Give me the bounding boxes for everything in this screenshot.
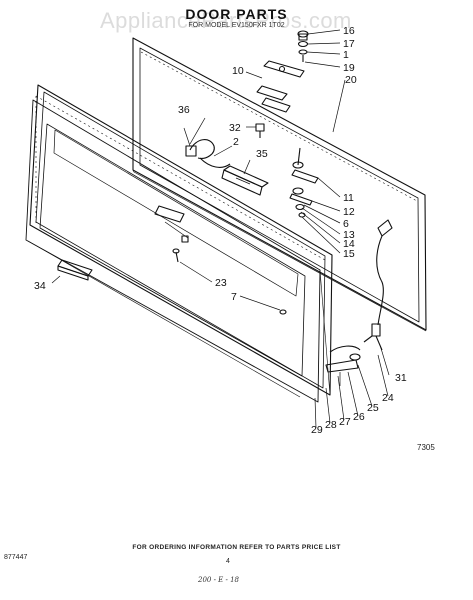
handle-trim <box>57 259 93 281</box>
callout-15: 15 <box>343 248 355 260</box>
callout-16: 16 <box>343 25 355 37</box>
callout-labels: 16 17 1 19 10 20 36 32 2 35 11 12 6 13 1… <box>34 25 407 436</box>
callout-35: 35 <box>256 148 268 160</box>
callout-19: 19 <box>343 62 355 74</box>
callout-17: 17 <box>343 38 355 50</box>
callout-14: 14 <box>343 238 355 250</box>
page-title: DOOR PARTS <box>185 6 288 22</box>
door-liner <box>25 84 333 403</box>
outer-door-panel <box>132 37 427 332</box>
liner-latch <box>154 205 189 243</box>
callout-7: 7 <box>231 291 237 303</box>
watermark-text: AppliancePartsPros.com <box>100 8 352 33</box>
ordering-note: FOR ORDERING INFORMATION REFER TO PARTS … <box>132 544 341 551</box>
model-subtitle: FOR MODEL EV150FXR 1T02 <box>188 22 285 29</box>
handle-bracket <box>256 60 305 113</box>
screw-part <box>255 123 265 138</box>
callout-29: 29 <box>311 424 323 436</box>
bottom-hinge <box>325 345 361 386</box>
callout-2: 2 <box>233 136 239 148</box>
callout-11: 11 <box>343 192 354 204</box>
channel-bracket <box>221 165 269 196</box>
callout-34: 34 <box>34 280 46 292</box>
callout-10: 10 <box>232 65 244 77</box>
callout-6: 6 <box>343 218 349 230</box>
figure-number: 7305 <box>417 443 435 452</box>
hinge-hardware <box>289 147 319 218</box>
heater-connector <box>363 323 383 351</box>
callout-12: 12 <box>343 206 355 218</box>
document-part-number: 877447 <box>4 554 28 561</box>
callout-31: 31 <box>395 372 407 384</box>
callout-23: 23 <box>215 277 227 289</box>
hinge-pin-stack <box>297 30 309 62</box>
callout-36: 36 <box>178 104 190 116</box>
door-gasket-dashes <box>35 51 418 261</box>
callout-25: 25 <box>367 402 379 414</box>
callout-13: 13 <box>343 229 355 241</box>
page-number: 4 <box>226 558 230 565</box>
callout-27: 27 <box>339 416 351 428</box>
callout-28: 28 <box>325 419 337 431</box>
liner-screw <box>172 248 180 263</box>
callout-32: 32 <box>229 122 241 134</box>
handwritten-note: 200 - E - 18 <box>198 576 240 584</box>
callout-24: 24 <box>382 392 394 404</box>
leader-lines <box>51 29 390 429</box>
small-screw <box>279 309 287 315</box>
callout-20: 20 <box>345 74 357 86</box>
callout-1: 1 <box>343 49 349 61</box>
thermostat-part <box>376 219 393 326</box>
door-switch-assembly <box>183 127 231 168</box>
callout-26: 26 <box>353 411 365 423</box>
